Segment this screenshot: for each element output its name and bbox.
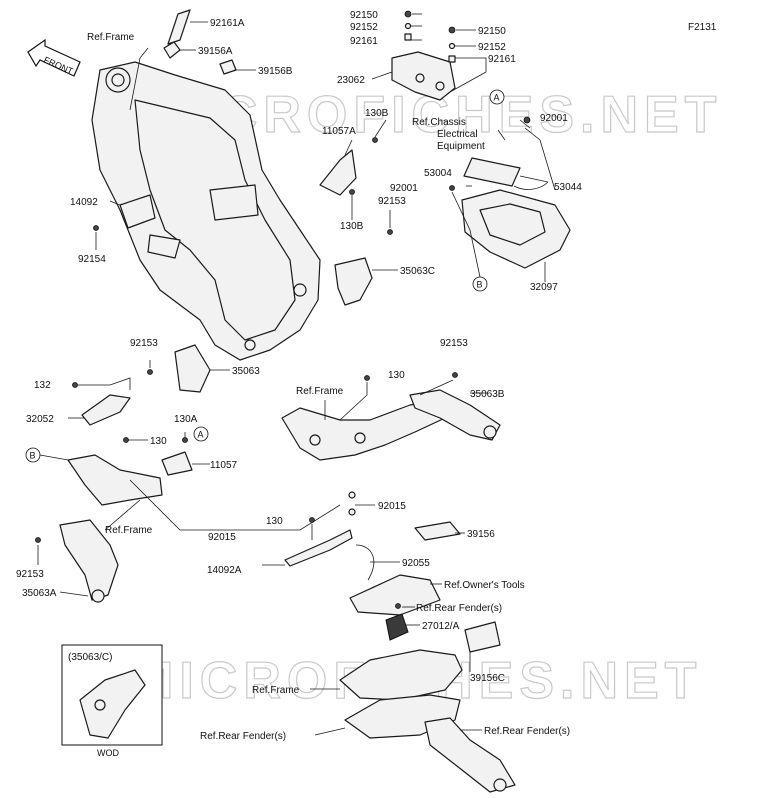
inset-box: (35063/C) WOD xyxy=(61,644,163,758)
part-27012A xyxy=(385,603,409,641)
label-35063: 35063 xyxy=(232,366,260,377)
callout-B-1: B xyxy=(472,276,488,292)
label-92161-b: 92161 xyxy=(488,54,516,65)
label-92161A: 92161A xyxy=(210,18,245,29)
label-92153-b: 92153 xyxy=(130,338,158,349)
label-130-b: 130 xyxy=(150,436,167,447)
label-14092A: 14092A xyxy=(207,565,242,576)
labels: Ref.Frame 92161A 39156A 39156B 92150 921… xyxy=(16,10,582,742)
part-39156 xyxy=(414,521,461,541)
part-53044 xyxy=(513,181,549,190)
label-23062: 23062 xyxy=(337,75,365,86)
svg-text:B: B xyxy=(30,451,36,461)
rear-subframe xyxy=(281,399,446,461)
leader-lines xyxy=(37,13,549,736)
part-35063 xyxy=(147,344,211,393)
svg-text:A: A xyxy=(198,430,204,440)
label-92150-a: 92150 xyxy=(350,10,378,21)
label-35063C: 35063C xyxy=(400,266,435,277)
part-92055 xyxy=(355,544,375,581)
label-92015-a: 92015 xyxy=(208,532,236,543)
part-14092 xyxy=(93,194,156,231)
label-132: 132 xyxy=(34,380,51,391)
label-130B-a: 130B xyxy=(365,108,389,119)
label-ref-rear-fender-c: Ref.Rear Fender(s) xyxy=(484,726,570,737)
label-92153-d: 92153 xyxy=(16,569,44,580)
part-53004 xyxy=(463,157,521,187)
callout-A-2: A xyxy=(193,426,209,442)
label-92154: 92154 xyxy=(78,254,106,265)
part-11057 xyxy=(123,437,193,476)
label-11057: 11057 xyxy=(210,460,238,471)
part-23062 xyxy=(391,51,456,101)
label-53004: 53004 xyxy=(424,168,452,179)
svg-text:B: B xyxy=(477,280,483,290)
label-ref-frame-left: Ref.Frame xyxy=(105,525,153,536)
label-92055: 92055 xyxy=(402,558,430,569)
label-130-a: 130 xyxy=(388,370,405,381)
label-92001-a: 92001 xyxy=(540,113,568,124)
svg-text:A: A xyxy=(494,93,500,103)
label-32052: 32052 xyxy=(26,414,54,425)
inset-title: (35063/C) xyxy=(68,652,112,663)
label-92153-c: 92153 xyxy=(440,338,468,349)
part-39156C xyxy=(464,621,501,653)
label-39156C: 39156C xyxy=(470,673,505,684)
figure-code: F2131 xyxy=(688,22,717,33)
rear-fender xyxy=(339,649,516,793)
main-frame xyxy=(91,61,321,361)
label-11057A: 11057A xyxy=(322,126,356,137)
label-92152-b: 92152 xyxy=(478,42,506,53)
part-35063B xyxy=(409,372,501,441)
label-ref-frame-top: Ref.Frame xyxy=(87,32,135,43)
label-130B-b: 130B xyxy=(340,221,364,232)
label-ref-chassis-1: Ref.Chassis xyxy=(412,117,466,128)
label-130A: 130A xyxy=(174,414,198,425)
part-92161A xyxy=(167,9,191,45)
part-11057A xyxy=(319,149,357,196)
part-32097 xyxy=(461,189,571,269)
part-32052 xyxy=(72,382,131,426)
inset-caption: WOD xyxy=(97,748,119,758)
label-92152-a: 92152 xyxy=(350,22,378,33)
callout-B-2: B xyxy=(25,447,41,463)
label-ref-chassis-2: Electrical xyxy=(437,129,478,140)
label-ref-chassis-3: Equipment xyxy=(437,141,485,152)
label-ref-rear-fender-b: Ref.Rear Fender(s) xyxy=(200,731,286,742)
part-39156B xyxy=(219,59,237,75)
part-35063A xyxy=(35,454,163,603)
label-14092: 14092 xyxy=(70,197,98,208)
label-92150-b: 92150 xyxy=(478,26,506,37)
label-39156A: 39156A xyxy=(198,46,233,57)
callout-A-1: A xyxy=(489,89,505,105)
label-27012A: 27012/A xyxy=(422,621,460,632)
label-39156B: 39156B xyxy=(258,66,293,77)
label-92153-a: 92153 xyxy=(378,196,406,207)
label-35063B: 35063B xyxy=(470,389,505,400)
label-92161-a: 92161 xyxy=(350,36,378,47)
label-ref-owners-tools: Ref.Owner's Tools xyxy=(444,580,525,591)
label-92015-b: 92015 xyxy=(378,501,406,512)
front-arrow-icon: FRONT xyxy=(27,38,81,77)
label-ref-rear-fender-a: Ref.Rear Fender(s) xyxy=(416,603,502,614)
label-ref-frame-bottom: Ref.Frame xyxy=(252,685,300,696)
label-35063A: 35063A xyxy=(22,588,57,599)
part-39156A xyxy=(163,41,181,59)
part-14092A xyxy=(284,517,353,567)
label-53044: 53044 xyxy=(554,182,582,193)
label-ref-frame-mid: Ref.Frame xyxy=(296,386,344,397)
label-130-c: 130 xyxy=(266,516,283,527)
label-92001-b: 92001 xyxy=(390,183,418,194)
owners-tools xyxy=(349,574,441,616)
label-39156: 39156 xyxy=(467,529,495,540)
label-32097: 32097 xyxy=(530,282,558,293)
part-35063C xyxy=(334,229,393,306)
